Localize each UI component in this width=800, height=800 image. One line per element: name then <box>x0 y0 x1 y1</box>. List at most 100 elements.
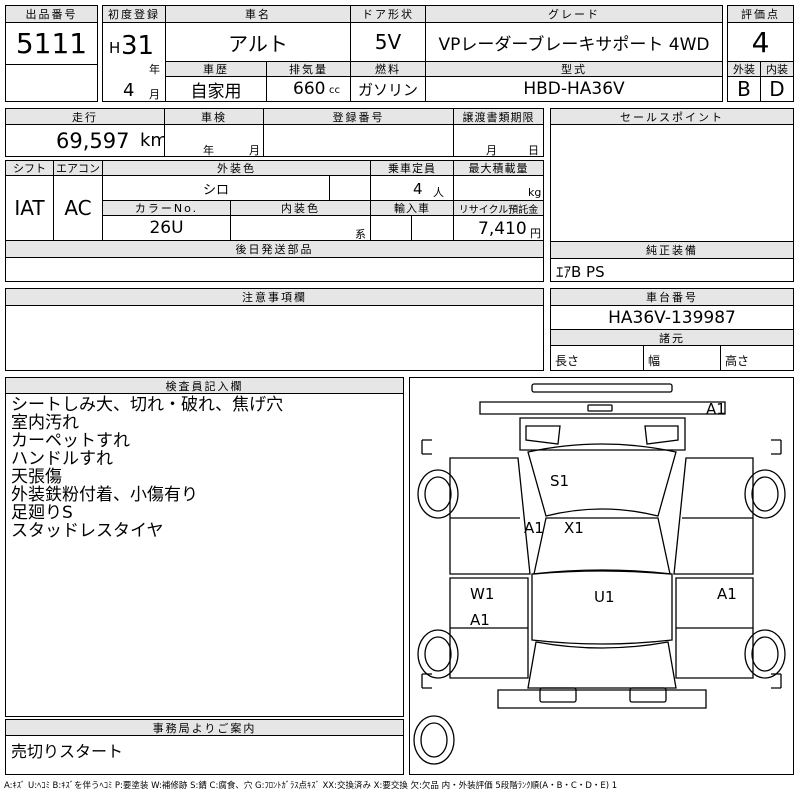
first-reg-label: 初度登録 <box>102 5 166 23</box>
height-box: 高さ <box>720 345 794 371</box>
mileage-label: 走行 <box>5 108 165 125</box>
office-box: 売切りスタート <box>5 735 404 775</box>
length-label: 長さ <box>555 354 580 368</box>
inspector-line: スタッドレスタイヤ <box>11 521 164 541</box>
genuine-box: ｴｱB PS <box>550 258 794 282</box>
model: HBD-HA36V <box>425 76 723 102</box>
transfer-box: 月 日 <box>453 124 544 157</box>
car-outline <box>413 383 786 765</box>
door-label: ドア形状 <box>350 5 426 23</box>
recycle-box: 7,410 円 <box>453 215 544 241</box>
reg-no-label: 登録番号 <box>263 108 454 125</box>
score: 4 <box>727 22 794 62</box>
mark-a1-right: A1 <box>717 585 737 603</box>
later-parts-box <box>5 257 544 282</box>
grade-label: グレード <box>425 5 723 23</box>
reg-no-box <box>263 124 454 157</box>
transfer-day-unit: 日 <box>528 144 539 157</box>
year-unit: 年 <box>149 63 160 76</box>
capacity-box: 4 人 <box>370 175 454 201</box>
length-box: 長さ <box>550 345 644 371</box>
chassis-number: HA36V-139987 <box>550 305 794 330</box>
exterior-grade: B <box>727 76 761 102</box>
lot-no: 5111 <box>5 22 98 65</box>
width-label: 幅 <box>648 354 661 368</box>
mark-x1: X1 <box>564 519 584 537</box>
fuel-label: 燃料 <box>350 61 426 77</box>
height-label: 高さ <box>725 354 750 368</box>
maxload-label: 最大積載量 <box>453 160 544 176</box>
model-label: 型式 <box>425 61 723 77</box>
dims-label: 諸元 <box>550 329 794 346</box>
history: 自家用 <box>165 76 267 102</box>
damage-legend: A:ｷｽﾞ U:ﾍｺﾐ B:ｷｽﾞを伴うﾍｺﾐ P:要塗装 W:補修跡 S:錆 … <box>4 781 618 791</box>
recycle-label: リサイクル預託金 <box>453 200 544 216</box>
inspector-label: 検査員記入欄 <box>5 377 404 394</box>
transfer-month-unit: 月 <box>486 144 497 157</box>
interior-color-unit: 系 <box>355 228 366 241</box>
mileage-unit: km <box>140 130 168 151</box>
mark-a1-front: A1 <box>706 400 726 418</box>
capacity-label: 乗車定員 <box>370 160 454 176</box>
score-label: 評価点 <box>727 5 794 23</box>
import-b <box>411 215 454 241</box>
color-label: 外装色 <box>102 160 371 176</box>
displacement: 660 <box>293 79 326 99</box>
recycle-unit: 円 <box>530 227 541 240</box>
genuine-label: 純正装備 <box>550 241 794 259</box>
lot-no-label: 出品番号 <box>5 5 98 23</box>
color-no-label: カラーNo. <box>102 200 231 216</box>
ac-label: エアコン <box>53 160 103 176</box>
displacement-unit: cc <box>329 85 340 96</box>
import-a <box>370 215 412 241</box>
inspection-box: 年 月 <box>164 124 264 157</box>
inspector-line: ハンドルすれ <box>11 449 113 469</box>
mileage: 69,597 <box>56 129 130 153</box>
sales-point-box <box>550 124 794 242</box>
interior-color-box: 系 <box>230 215 371 241</box>
later-parts-label: 後日発送部品 <box>5 240 544 258</box>
interior-color-label: 内装色 <box>230 200 371 216</box>
ac: AC <box>53 175 103 241</box>
inspection-month-unit: 月 <box>249 144 260 157</box>
displacement-box: 660 cc <box>266 76 351 102</box>
inspector-notes: シートしみ大、切れ・破れ、焦げ穴 室内汚れ カーペットすれ ハンドルすれ 天張傷… <box>5 393 404 717</box>
capacity-unit: 人 <box>433 186 444 199</box>
recycle: 7,410 <box>478 219 527 239</box>
genuine-equipment: ｴｱB PS <box>556 263 605 281</box>
month-unit: 月 <box>149 88 160 101</box>
transfer-label: 譲渡書類期限 <box>453 108 544 125</box>
inspector-line: 室内汚れ <box>11 413 79 433</box>
era: H <box>109 39 121 57</box>
caution-box <box>5 305 544 371</box>
maxload-box: kg <box>453 175 544 201</box>
interior-label: 内装 <box>760 61 794 77</box>
reg-year: 31 <box>121 31 155 61</box>
capacity: 4 <box>413 180 423 198</box>
inspector-line: シートしみ大、切れ・破れ、焦げ穴 <box>11 395 284 415</box>
inspector-line: 外装鉄粉付着、小傷有り <box>11 485 198 505</box>
width-box: 幅 <box>643 345 721 371</box>
exterior-label: 外装 <box>727 61 761 77</box>
shift: IAT <box>5 175 54 241</box>
import-label: 輸入車 <box>370 200 454 216</box>
office-label: 事務局よりご案内 <box>5 719 404 736</box>
mark-a1-left-rear: A1 <box>470 611 490 629</box>
color-extra <box>329 175 371 201</box>
first-reg-box: H 31 年 4 月 <box>102 22 166 102</box>
mark-u1: U1 <box>594 588 615 606</box>
mark-w1: W1 <box>470 585 495 603</box>
car-diagram: A1 S1 A1 X1 W1 U1 A1 A1 <box>409 377 794 775</box>
chassis-label: 車台番号 <box>550 288 794 306</box>
inspector-line: 足廻りS <box>11 503 73 523</box>
caution-label: 注意事項欄 <box>5 288 544 306</box>
displacement-label: 排気量 <box>266 61 351 77</box>
grade: VPレーダーブレーキサポート 4WD <box>425 22 723 62</box>
sales-point-label: セールスポイント <box>550 108 794 125</box>
reg-month: 4 <box>123 80 135 101</box>
mark-s1: S1 <box>550 472 570 490</box>
color: シロ <box>102 175 330 201</box>
mileage-box: 69,597 km <box>5 124 168 157</box>
color-no: 26U <box>102 215 231 241</box>
